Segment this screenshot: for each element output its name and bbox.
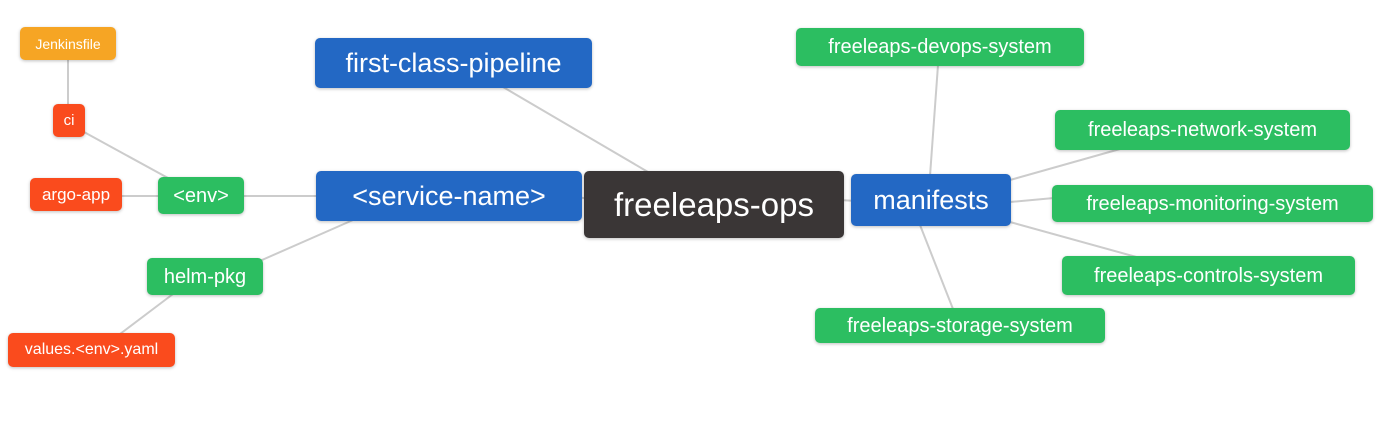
edge-service-name--helm-pkg <box>261 219 354 261</box>
node-values-env-yaml[interactable]: values.<env>.yaml <box>8 333 175 367</box>
node-label-freeleaps-network-system: freeleaps-network-system <box>1088 119 1317 141</box>
node-first-class-pipeline[interactable]: first-class-pipeline <box>315 38 592 88</box>
node-manifests[interactable]: manifests <box>851 174 1011 226</box>
node-freeleaps-network-system[interactable]: freeleaps-network-system <box>1055 110 1350 150</box>
node-argo-app[interactable]: argo-app <box>30 178 122 211</box>
node-freeleaps-controls-system[interactable]: freeleaps-controls-system <box>1062 256 1355 295</box>
node-label-helm-pkg: helm-pkg <box>163 265 247 288</box>
node-freeleaps-ops[interactable]: freeleaps-ops <box>584 171 844 238</box>
edge-ci--env <box>83 131 169 179</box>
edge-helm-pkg--values-env-yaml <box>119 293 174 335</box>
node-freeleaps-devops-system[interactable]: freeleaps-devops-system <box>796 28 1084 66</box>
edge-manifests--freeleaps-monitoring-system <box>1009 197 1055 203</box>
node-label-service-name: <service-name> <box>352 180 546 211</box>
node-label-argo-app: argo-app <box>41 185 111 204</box>
node-service-name[interactable]: <service-name> <box>316 171 582 221</box>
node-freeleaps-monitoring-system[interactable]: freeleaps-monitoring-system <box>1052 185 1373 222</box>
node-ci[interactable]: ci <box>53 104 85 137</box>
node-label-first-class-pipeline: first-class-pipeline <box>345 47 562 78</box>
edge-first-class-pipeline--freeleaps-ops <box>502 86 649 173</box>
node-jenkinsfile[interactable]: Jenkinsfile <box>20 27 116 60</box>
node-label-env: <env> <box>173 184 229 207</box>
node-freeleaps-storage-system[interactable]: freeleaps-storage-system <box>815 308 1105 343</box>
edge-manifests--freeleaps-storage-system <box>919 224 954 310</box>
edge-freeleaps-devops-system--manifests <box>929 64 939 177</box>
node-label-jenkinsfile: Jenkinsfile <box>35 35 101 52</box>
node-helm-pkg[interactable]: helm-pkg <box>147 258 263 295</box>
edge-manifests--freeleaps-network-system <box>1009 148 1121 181</box>
node-label-manifests: manifests <box>873 184 989 215</box>
node-env[interactable]: <env> <box>158 177 244 214</box>
node-label-freeleaps-devops-system: freeleaps-devops-system <box>828 36 1052 58</box>
node-label-freeleaps-controls-system: freeleaps-controls-system <box>1094 264 1323 287</box>
edge-manifests--freeleaps-controls-system <box>1009 221 1141 259</box>
node-label-freeleaps-ops: freeleaps-ops <box>614 186 814 223</box>
node-label-freeleaps-monitoring-system: freeleaps-monitoring-system <box>1086 192 1339 215</box>
node-label-freeleaps-storage-system: freeleaps-storage-system <box>847 314 1073 337</box>
node-label-values-env-yaml: values.<env>.yaml <box>24 341 159 358</box>
node-label-ci: ci <box>63 112 75 129</box>
